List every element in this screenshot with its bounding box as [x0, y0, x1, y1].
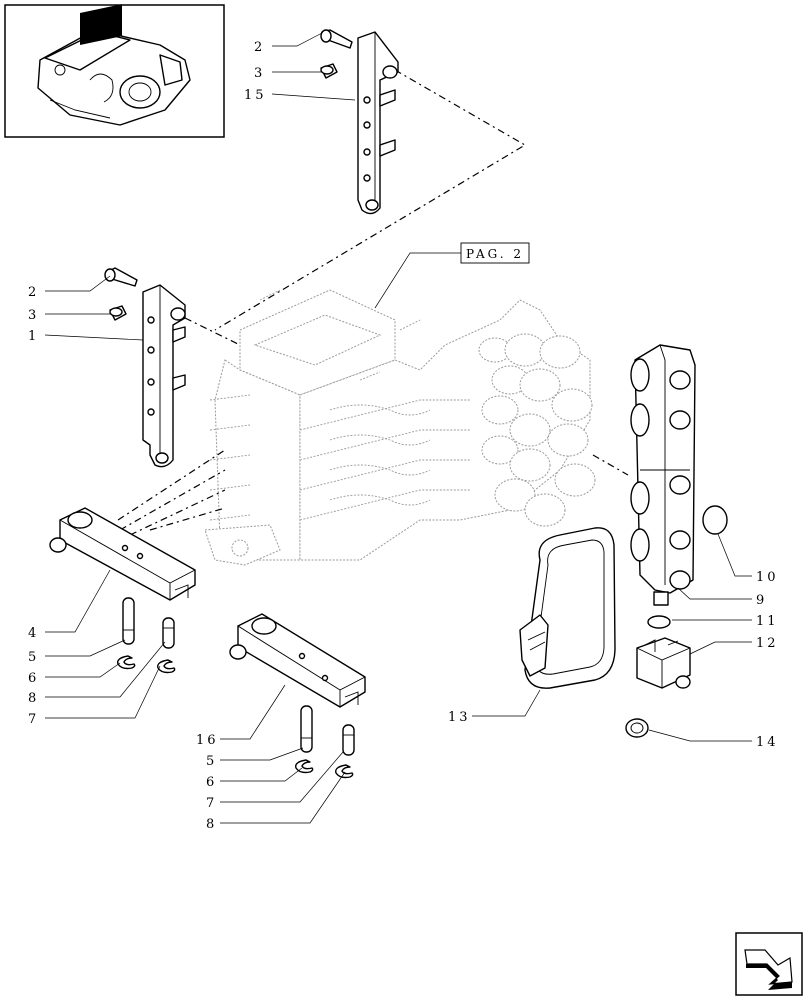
connector-12: [636, 637, 691, 689]
callout-10: 10: [756, 570, 779, 585]
callout-14: 14: [756, 735, 779, 750]
leader-lines: [44, 32, 752, 824]
callout-5: 5: [206, 754, 217, 769]
callout-labels: 2 3 15 2 3 1 4 5 6 8 7 16 5 6 7 8 13 10 …: [28, 40, 779, 832]
bracket-1: [142, 284, 186, 468]
clip-7-left: [157, 659, 176, 674]
solenoid-block-9: [630, 344, 696, 606]
callout-3: 3: [28, 308, 39, 323]
valve-assembly-thumbnail-icon: [4, 4, 225, 138]
callout-13: 13: [448, 710, 471, 725]
callout-5: 5: [28, 650, 39, 665]
callout-9: 9: [756, 593, 767, 608]
callout-16: 16: [196, 733, 219, 748]
page-reference-box: PAG. 2: [374, 242, 530, 309]
plug-14: [625, 718, 649, 738]
callout-8: 8: [28, 691, 39, 706]
next-page-arrow-icon[interactable]: [735, 932, 803, 996]
seal-13: [519, 527, 616, 689]
callout-15: 15: [244, 88, 267, 103]
screw-3-left: [109, 305, 127, 321]
bracket-15: [357, 31, 399, 215]
callout-2: 2: [254, 40, 265, 55]
callout-1: 1: [28, 329, 39, 344]
o-ring-11: [647, 615, 671, 629]
assembly-lines: [117, 69, 629, 536]
callout-7: 7: [206, 796, 217, 811]
page-reference-label: PAG. 2: [466, 247, 524, 261]
callout-7: 7: [28, 712, 39, 727]
callout-4: 4: [28, 626, 39, 641]
clip-7-right: [335, 764, 354, 779]
callout-6: 6: [28, 671, 39, 686]
callout-2: 2: [28, 285, 39, 300]
callout-8: 8: [206, 817, 217, 832]
screw-3-top: [320, 63, 338, 79]
screw-2-left: [104, 267, 138, 287]
callout-6: 6: [206, 775, 217, 790]
pin-8-right: [342, 724, 355, 756]
cap-10: [702, 505, 728, 535]
callout-12: 12: [756, 636, 779, 651]
pin-8-left: [162, 617, 175, 649]
screw-2-top: [320, 29, 353, 49]
callout-3: 3: [254, 66, 265, 81]
clip-6-left: [117, 655, 136, 670]
lever-block-4: [49, 507, 196, 601]
callout-11: 11: [756, 614, 779, 629]
control-valve-body-ghost: [204, 289, 596, 566]
coupler-ghost-group: [478, 333, 596, 527]
pin-5-left: [122, 597, 135, 645]
pin-5-right: [300, 705, 313, 753]
lever-block-16: [229, 613, 366, 708]
